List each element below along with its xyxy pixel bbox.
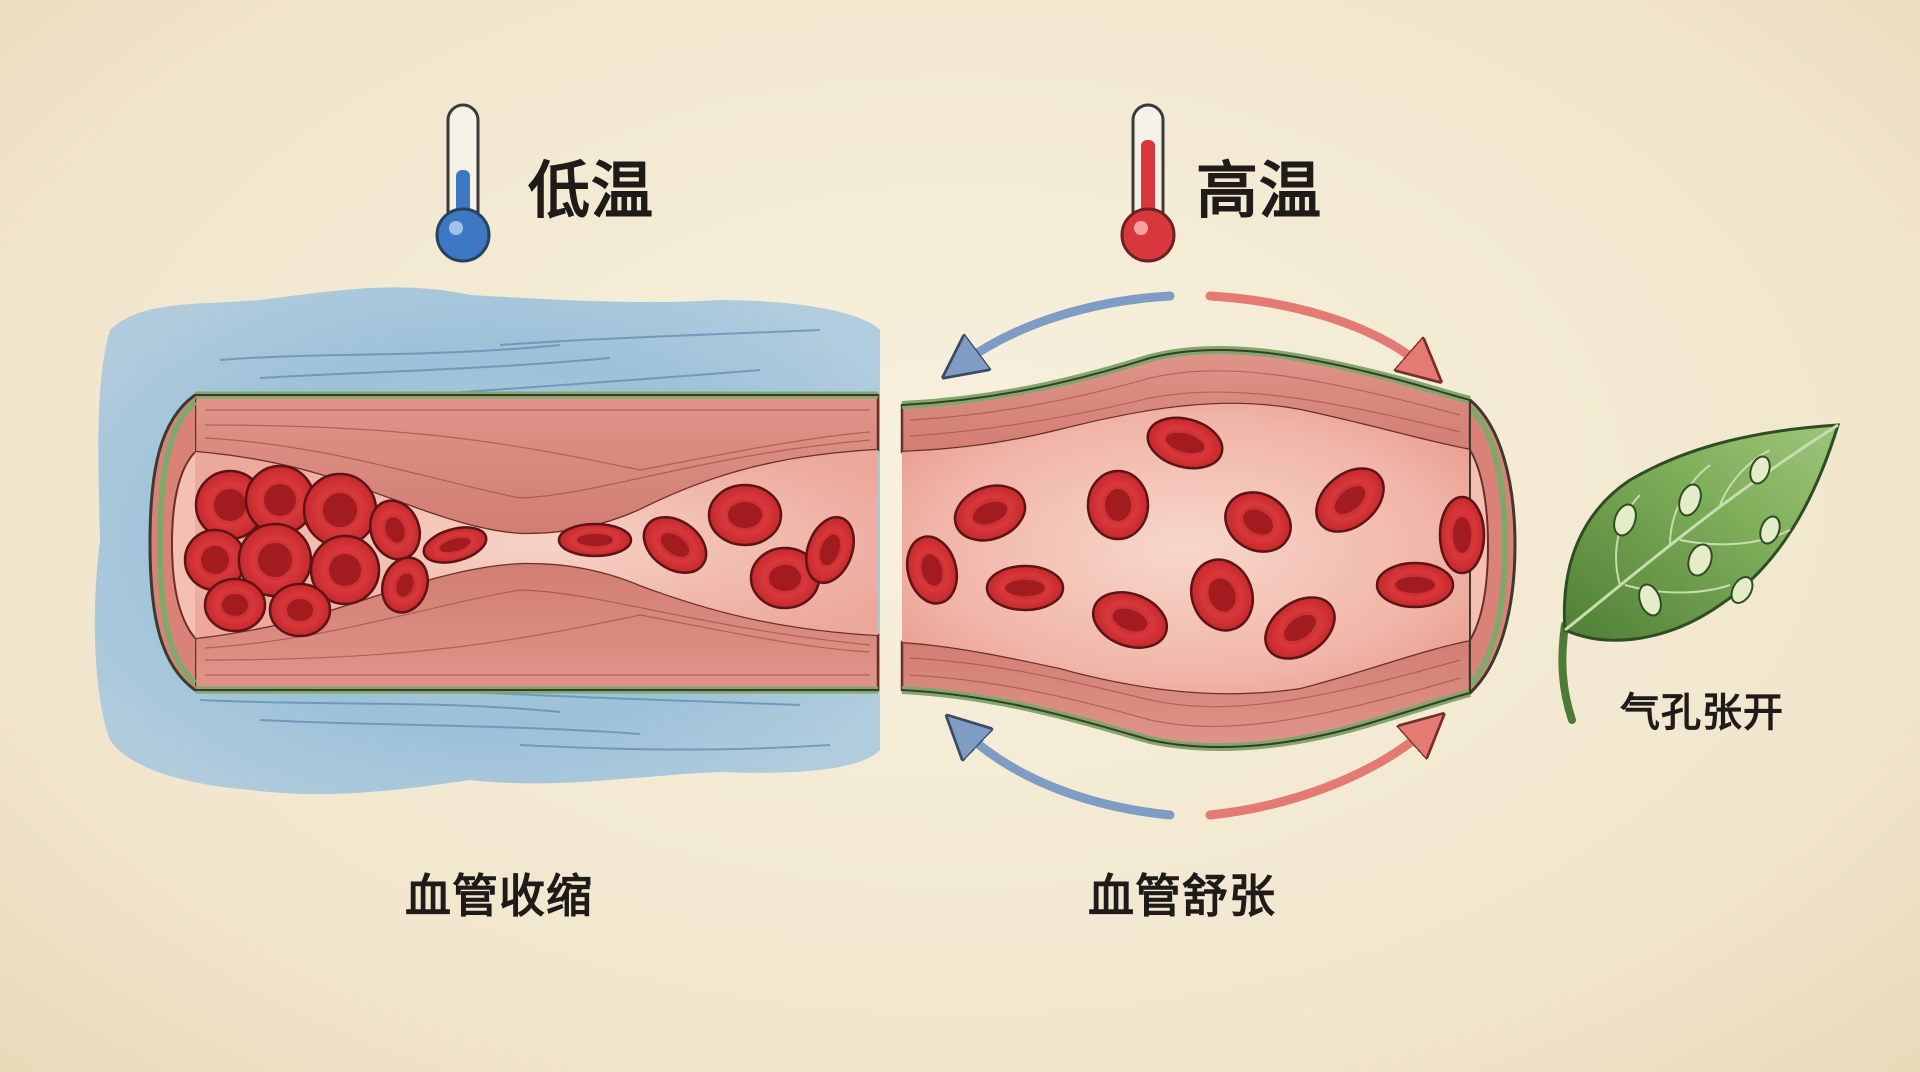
blood-cell: [1264, 596, 1336, 660]
blood-cell: [1438, 495, 1486, 575]
blood-cell: [557, 522, 633, 558]
arrow-bottom-right: [1205, 728, 1428, 820]
blood-cell: [905, 535, 959, 605]
hot-blood-cells: [905, 416, 1486, 660]
thermometer-low-icon: [435, 103, 491, 263]
blood-cell: [368, 499, 422, 561]
blood-cell: [1086, 469, 1150, 541]
blood-cell: [805, 515, 855, 585]
arrow-top-right: [1205, 291, 1425, 368]
cold-blood-cells: [183, 464, 855, 638]
arrow-top-left: [960, 291, 1175, 365]
constriction-caption: 血管收缩: [405, 869, 593, 923]
blood-cell: [244, 464, 316, 536]
blood-cell: [302, 472, 378, 548]
blood-cell: [1146, 416, 1224, 470]
blood-cell: [1189, 558, 1255, 632]
blood-cell: [953, 484, 1027, 542]
hot-temperature-label: 高温: [1196, 154, 1323, 227]
blood-cell: [1375, 561, 1455, 609]
blood-cell: [309, 534, 381, 606]
thermometer-high-icon: [1120, 103, 1176, 263]
blood-cell: [707, 483, 783, 547]
dilation-caption: 血管舒张: [1088, 869, 1276, 923]
blood-cell: [203, 577, 267, 633]
stomata: [1613, 455, 1781, 617]
blood-cell: [1091, 591, 1169, 649]
leaf-icon: [1558, 423, 1841, 724]
arrow-bottom-left: [962, 730, 1175, 820]
dilated-vessel: [900, 345, 1517, 752]
cold-temperature-label: 低温: [528, 154, 655, 227]
blood-cell: [1224, 491, 1292, 553]
blood-cell: [985, 564, 1065, 612]
blood-cell: [422, 526, 488, 564]
blood-cell: [642, 516, 708, 574]
blood-cell: [237, 522, 313, 598]
expansion-arrows: [960, 291, 1428, 820]
blood-cell: [380, 556, 430, 614]
blood-cell: [1315, 467, 1385, 533]
stomata-open-caption: 气孔张开: [1620, 690, 1784, 736]
blood-cell: [268, 582, 332, 638]
